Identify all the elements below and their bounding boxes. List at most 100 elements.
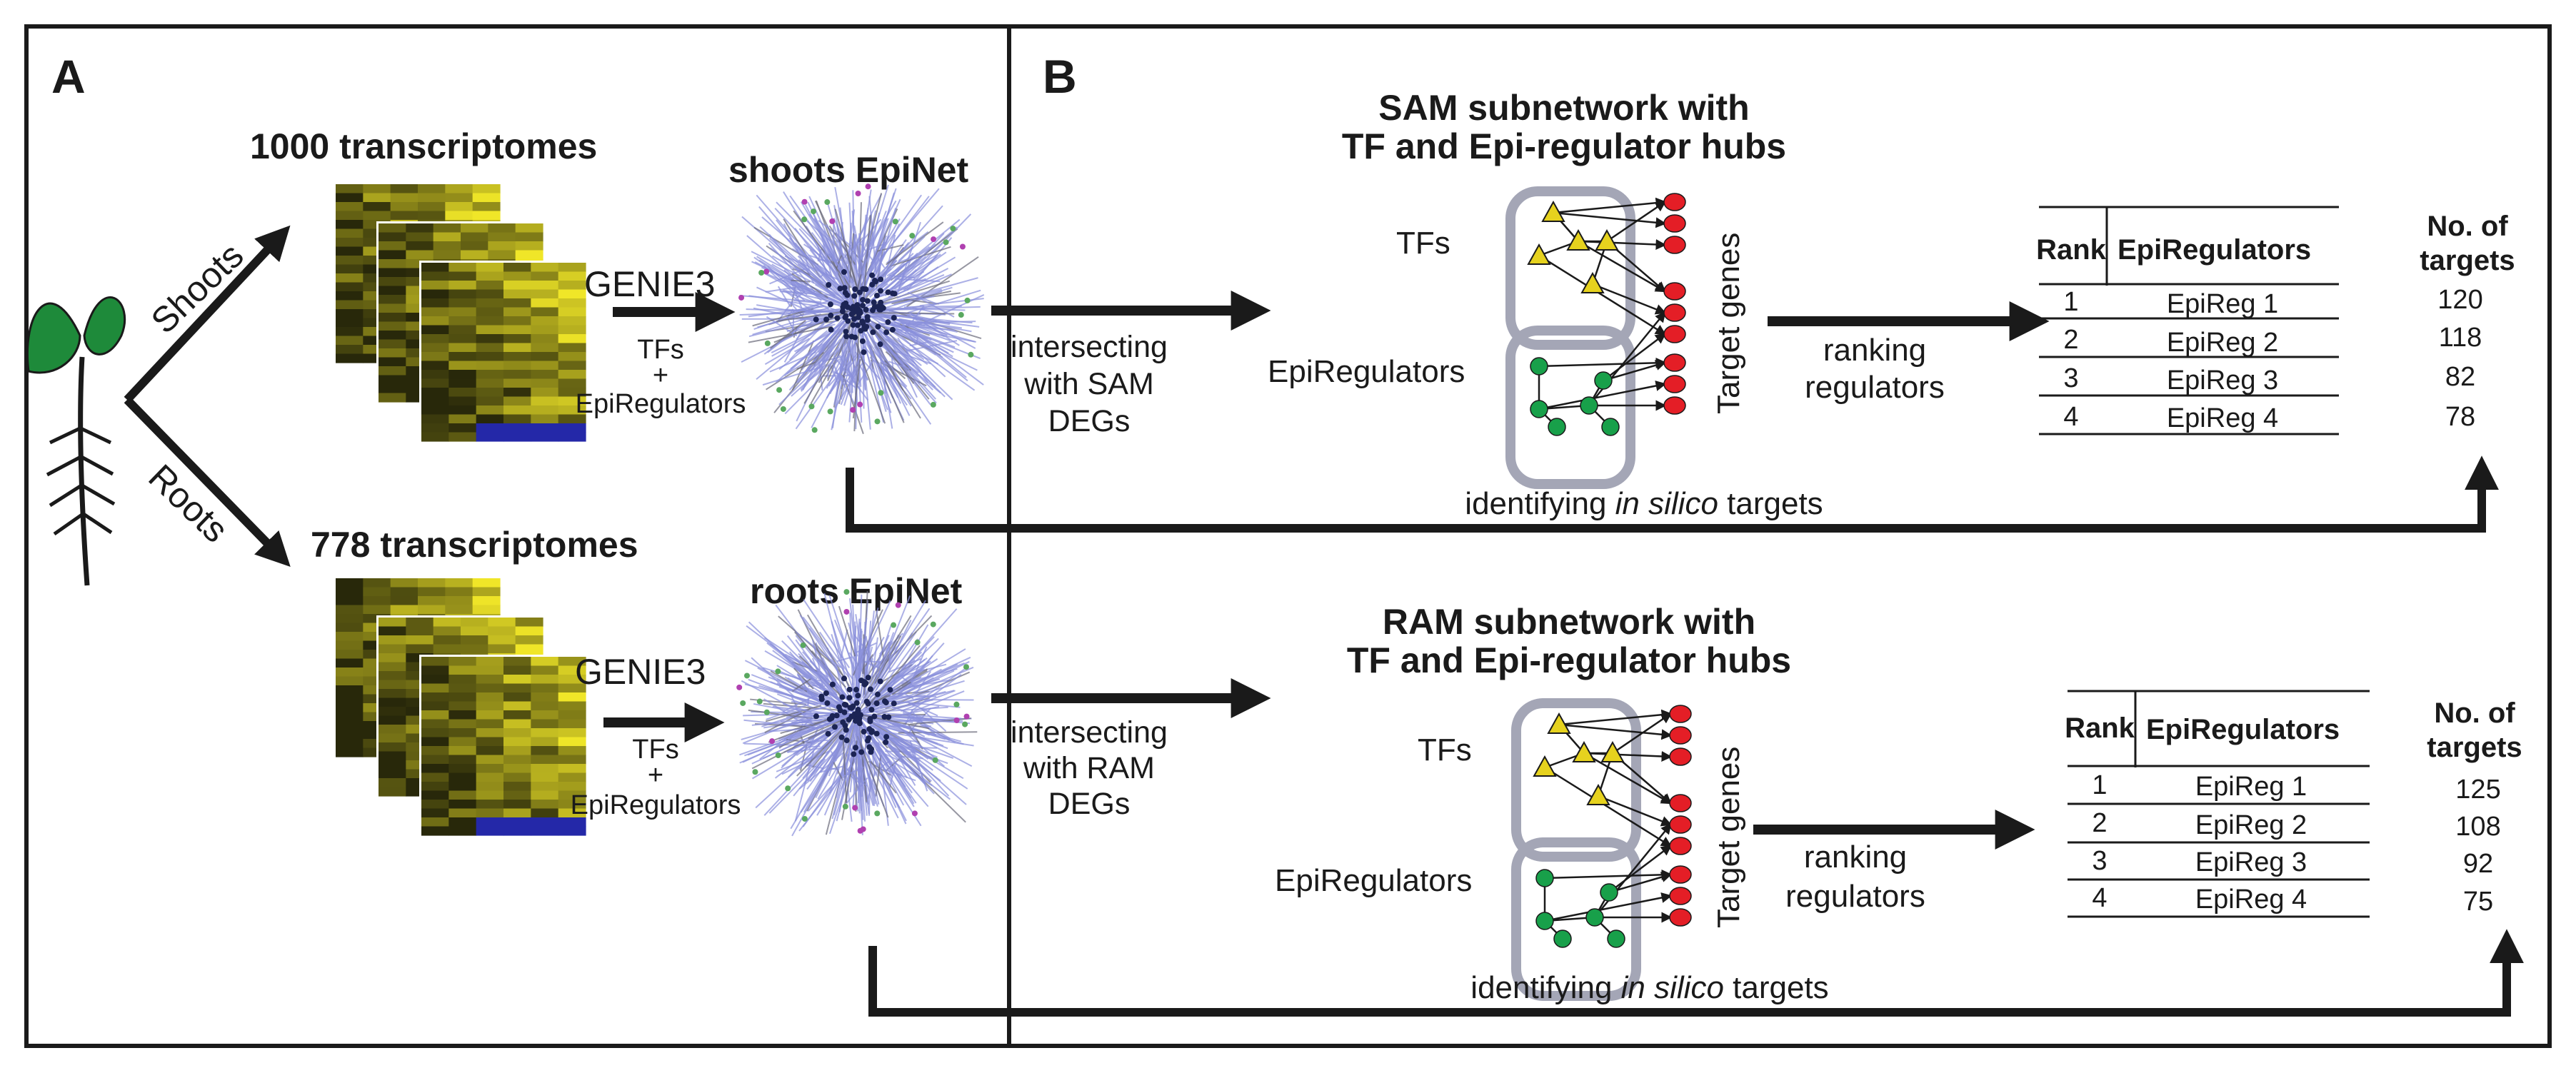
network-outer-node xyxy=(931,236,937,243)
network-core-node xyxy=(885,289,891,296)
heatmap-cell xyxy=(379,259,406,269)
network-edge xyxy=(878,329,896,358)
heatmap-cell xyxy=(336,668,364,677)
sam-row2-name: EpiReg 2 xyxy=(2167,328,2278,358)
ram-row1-rank: 1 xyxy=(2092,770,2107,800)
network-edge xyxy=(776,756,813,772)
network-edge xyxy=(802,616,850,678)
heatmap-cell xyxy=(448,423,477,433)
network-core-node xyxy=(860,296,866,303)
network-core-node xyxy=(840,719,846,725)
roots-inputs-epiregulators: EpiRegulators xyxy=(571,790,741,820)
heatmap-cell xyxy=(421,701,449,711)
heatmap-cell xyxy=(558,692,586,702)
ram-row3-rank: 3 xyxy=(2092,846,2107,876)
heatmap-cell xyxy=(379,635,406,645)
heatmap-cell xyxy=(433,232,461,242)
heatmap-cell xyxy=(448,701,477,711)
network-edge xyxy=(798,228,830,263)
regulatory-edge xyxy=(1588,311,1666,406)
network-core-node xyxy=(889,326,896,333)
heatmap-cell xyxy=(476,361,504,371)
network-core-node xyxy=(827,301,833,308)
network-edge xyxy=(849,613,854,698)
network-edge xyxy=(896,273,953,299)
heatmap-cell xyxy=(421,782,449,792)
network-edge xyxy=(842,739,848,803)
tf-node-triangle xyxy=(1572,740,1596,762)
network-edge xyxy=(909,311,976,349)
network-outer-node xyxy=(785,785,791,792)
table-row: 1 EpiReg 1 125 xyxy=(2092,770,2500,805)
heatmap-cell xyxy=(461,618,488,628)
heatmap-cell xyxy=(503,790,531,800)
network-edge xyxy=(766,351,825,391)
heatmap-cell xyxy=(503,281,531,291)
heatmap-cell xyxy=(421,665,449,675)
heatmap-cell xyxy=(503,378,531,388)
roots-epinet-label: roots EpiNet xyxy=(750,571,963,611)
heatmap-cell xyxy=(336,345,364,355)
network-edge xyxy=(836,255,843,269)
network-edge xyxy=(884,233,945,297)
heatmap-cell xyxy=(336,614,364,624)
regulatory-edge xyxy=(1598,795,1673,827)
target-gene-node xyxy=(1669,887,1692,905)
heatmap-cell xyxy=(336,694,364,704)
network-core-node xyxy=(869,307,876,313)
network-outer-node xyxy=(752,769,758,775)
network-edge xyxy=(886,231,929,264)
heatmap-cell xyxy=(558,316,586,326)
network-edge xyxy=(741,680,807,716)
sam-row1-rank: 1 xyxy=(2063,287,2078,317)
network-edge xyxy=(776,201,841,268)
heatmap-cell xyxy=(363,578,391,588)
target-gene-node xyxy=(1669,815,1692,834)
heatmap-cell xyxy=(531,817,559,827)
network-edge xyxy=(857,640,893,711)
heatmap-cell xyxy=(418,211,446,221)
heatmap-cell xyxy=(503,675,531,685)
network-outer-node xyxy=(943,239,949,246)
tf-node-triangle xyxy=(1580,271,1605,293)
heatmap-cell xyxy=(461,626,488,636)
heatmap-cell xyxy=(421,790,449,800)
heatmap-cell xyxy=(336,596,364,606)
heatmap-cell xyxy=(379,303,406,313)
network-edge xyxy=(861,211,887,275)
heatmap-cell xyxy=(379,321,406,331)
network-outer-node xyxy=(829,218,836,224)
heatmap-cell xyxy=(433,250,461,260)
shoots-inputs-tfs: TFs xyxy=(637,335,683,365)
table-row: 1 EpiReg 1 120 xyxy=(2063,285,2482,319)
heatmap-cell xyxy=(558,370,586,380)
heatmap-cell xyxy=(503,746,531,756)
sam-subnetwork-graph xyxy=(1505,186,1686,489)
ram-row1-targets: 125 xyxy=(2455,775,2500,805)
heatmap-cell xyxy=(448,710,477,720)
heatmap-cell xyxy=(558,701,586,711)
network-outer-node xyxy=(801,198,808,205)
heatmap-cell xyxy=(558,281,586,291)
heatmap-cell xyxy=(379,618,406,628)
network-edge xyxy=(751,719,851,780)
ram-row3-targets: 92 xyxy=(2463,849,2493,879)
heatmap-cell xyxy=(336,193,364,203)
heatmap-cell xyxy=(531,737,559,747)
heatmap-cell xyxy=(531,263,559,273)
network-edge xyxy=(743,742,806,747)
regulatory-edge xyxy=(1538,381,1667,410)
epiregulator-hub-box xyxy=(1511,837,1641,1001)
network-edge xyxy=(808,213,852,264)
heatmap-cell xyxy=(336,658,364,668)
network-edge xyxy=(807,730,844,782)
network-edge xyxy=(809,354,841,381)
heatmap-cell xyxy=(336,184,364,194)
panel-b: B SAM subnetwork with TF and Epi-regulat… xyxy=(846,50,2524,1017)
heatmap-cell xyxy=(421,826,449,836)
network-edge xyxy=(828,316,853,368)
sam-intersect-line3: DEGs xyxy=(1048,404,1131,438)
epiregulator-node xyxy=(1553,930,1572,948)
network-edge xyxy=(782,702,812,713)
heatmap-cell xyxy=(379,715,406,725)
